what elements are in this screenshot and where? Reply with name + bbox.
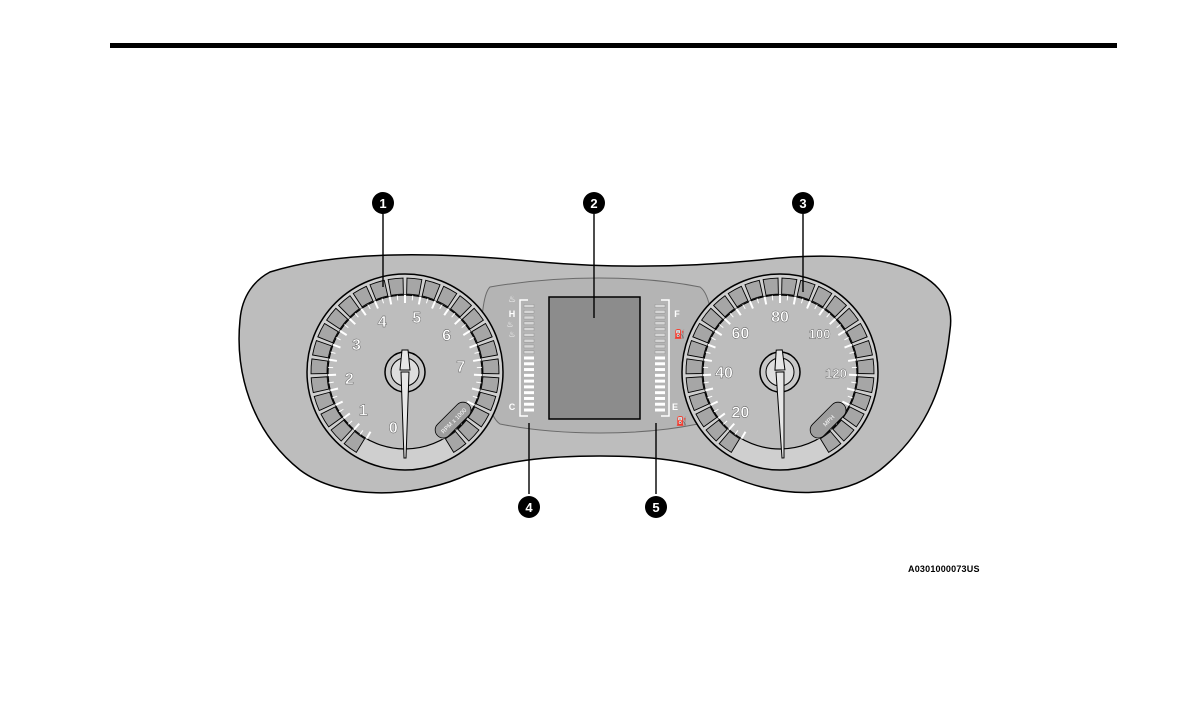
speedo-tick [851,382,856,383]
tach-tick [329,382,334,383]
tach-tick [397,295,398,300]
speedo-tick [787,295,788,300]
fuel-gauge-segment [655,397,665,400]
svg-text:4: 4 [525,500,533,515]
temp-gauge-segment [524,368,534,371]
speedo-tick-label: 100 [809,326,831,341]
tach-ring-segment [482,359,499,374]
speedo-tick [848,360,856,361]
tach-tick [473,360,481,361]
speedo-tick-label: 20 [732,405,750,422]
speedo-tick [704,360,712,361]
temp-gauge-segment [524,322,534,325]
temp-gauge-segment [524,362,534,365]
tach-tick [412,295,413,300]
fuel-gauge-segment [655,362,665,365]
temp-gauge-segment [524,328,534,331]
temp-gauge-segment [524,385,534,388]
temp-gauge-segment [524,357,534,360]
temp-gauge-segment [524,339,534,342]
fuel-gauge-segment [655,391,665,394]
temp-gauge-segment [524,310,534,313]
temp-gauge-segment [524,397,534,400]
temp-gauge-segment [524,305,534,308]
fuel-gauge-segment [655,403,665,406]
speedo-tick [772,295,773,300]
fuel-gauge-segment [655,333,665,336]
temp-gauge-segment [524,409,534,412]
temp-gauge-segment [524,374,534,377]
fuel-gauge-segment [655,368,665,371]
tach-tick-label: 0 [389,420,398,437]
temp-gauge-segment [524,316,534,319]
temp-gauge-segment [524,345,534,348]
speedo-ring-segment [763,278,778,295]
fuel-gauge-segment [655,380,665,383]
fuel-gauge-segment [655,345,665,348]
fuel-gauge-segment [655,351,665,354]
tach-tick-label: 4 [378,314,387,331]
temp-high-label: H [509,309,516,319]
fuel-gauge-segment [655,322,665,325]
temp-gauge-segment [524,391,534,394]
tach-tick-label: 2 [345,371,354,388]
fuel-gauge-segment [655,316,665,319]
coolant-icon: ♨ [508,294,516,304]
callout-3: 3 [792,192,814,214]
callout-1: 1 [372,192,394,214]
oil-temp-icon: ♨ [506,320,513,329]
temp-gauge-segment [524,403,534,406]
speedo-tick-label: 40 [715,365,733,382]
speedo-tick-label: 80 [771,309,789,326]
fuel-pump-icon-low: ⛽ [676,415,687,426]
fuel-gauge-segment [655,357,665,360]
temp-gauge-segment [524,351,534,354]
speedo-tick [704,382,709,383]
fuel-pump-icon: ⛽ [674,328,685,339]
fuel-gauge-segment [655,339,665,342]
temp-gauge-segment [524,333,534,336]
callout-5: 5 [645,496,667,518]
callout-4: 4 [518,496,540,518]
speedo-ring-segment [857,359,874,374]
tach-tick [476,382,481,383]
speedo-ring-segment [686,359,703,374]
tach-tick-label: 6 [442,328,451,345]
figure-code: A0301000073US [908,564,980,574]
temp-low-label: C [509,402,516,412]
svg-text:5: 5 [652,500,659,515]
speedo-ring-segment [782,278,797,295]
speedo-tick-label: 60 [732,325,750,342]
fuel-gauge-segment [655,328,665,331]
fuel-gauge-segment [655,310,665,313]
svg-text:2: 2 [590,196,597,211]
tach-ring-segment [388,278,403,295]
temp-gauge-segment [524,380,534,383]
fuel-empty-label: E [672,402,678,412]
fuel-full-label: F [674,309,680,319]
tach-tick-label: 1 [359,402,368,419]
tach-ring-segment [311,359,328,374]
fuel-gauge-segment [655,385,665,388]
tach-ring-segment [407,278,422,295]
tach-tick-label: 5 [412,310,421,327]
svg-text:1: 1 [379,196,386,211]
callout-2: 2 [583,192,605,214]
fuel-gauge-segment [655,305,665,308]
tach-tick-label: 3 [352,337,361,354]
trans-temp-icon: ♨ [508,330,515,339]
fuel-gauge-segment [655,374,665,377]
tach-tick [329,360,337,361]
speedometer: 20406080100120MPH [682,274,878,470]
svg-text:3: 3 [799,196,806,211]
speedo-tick-label: 120 [825,366,847,381]
fuel-gauge-segment [655,409,665,412]
tach-tick-label: 7 [456,359,465,376]
